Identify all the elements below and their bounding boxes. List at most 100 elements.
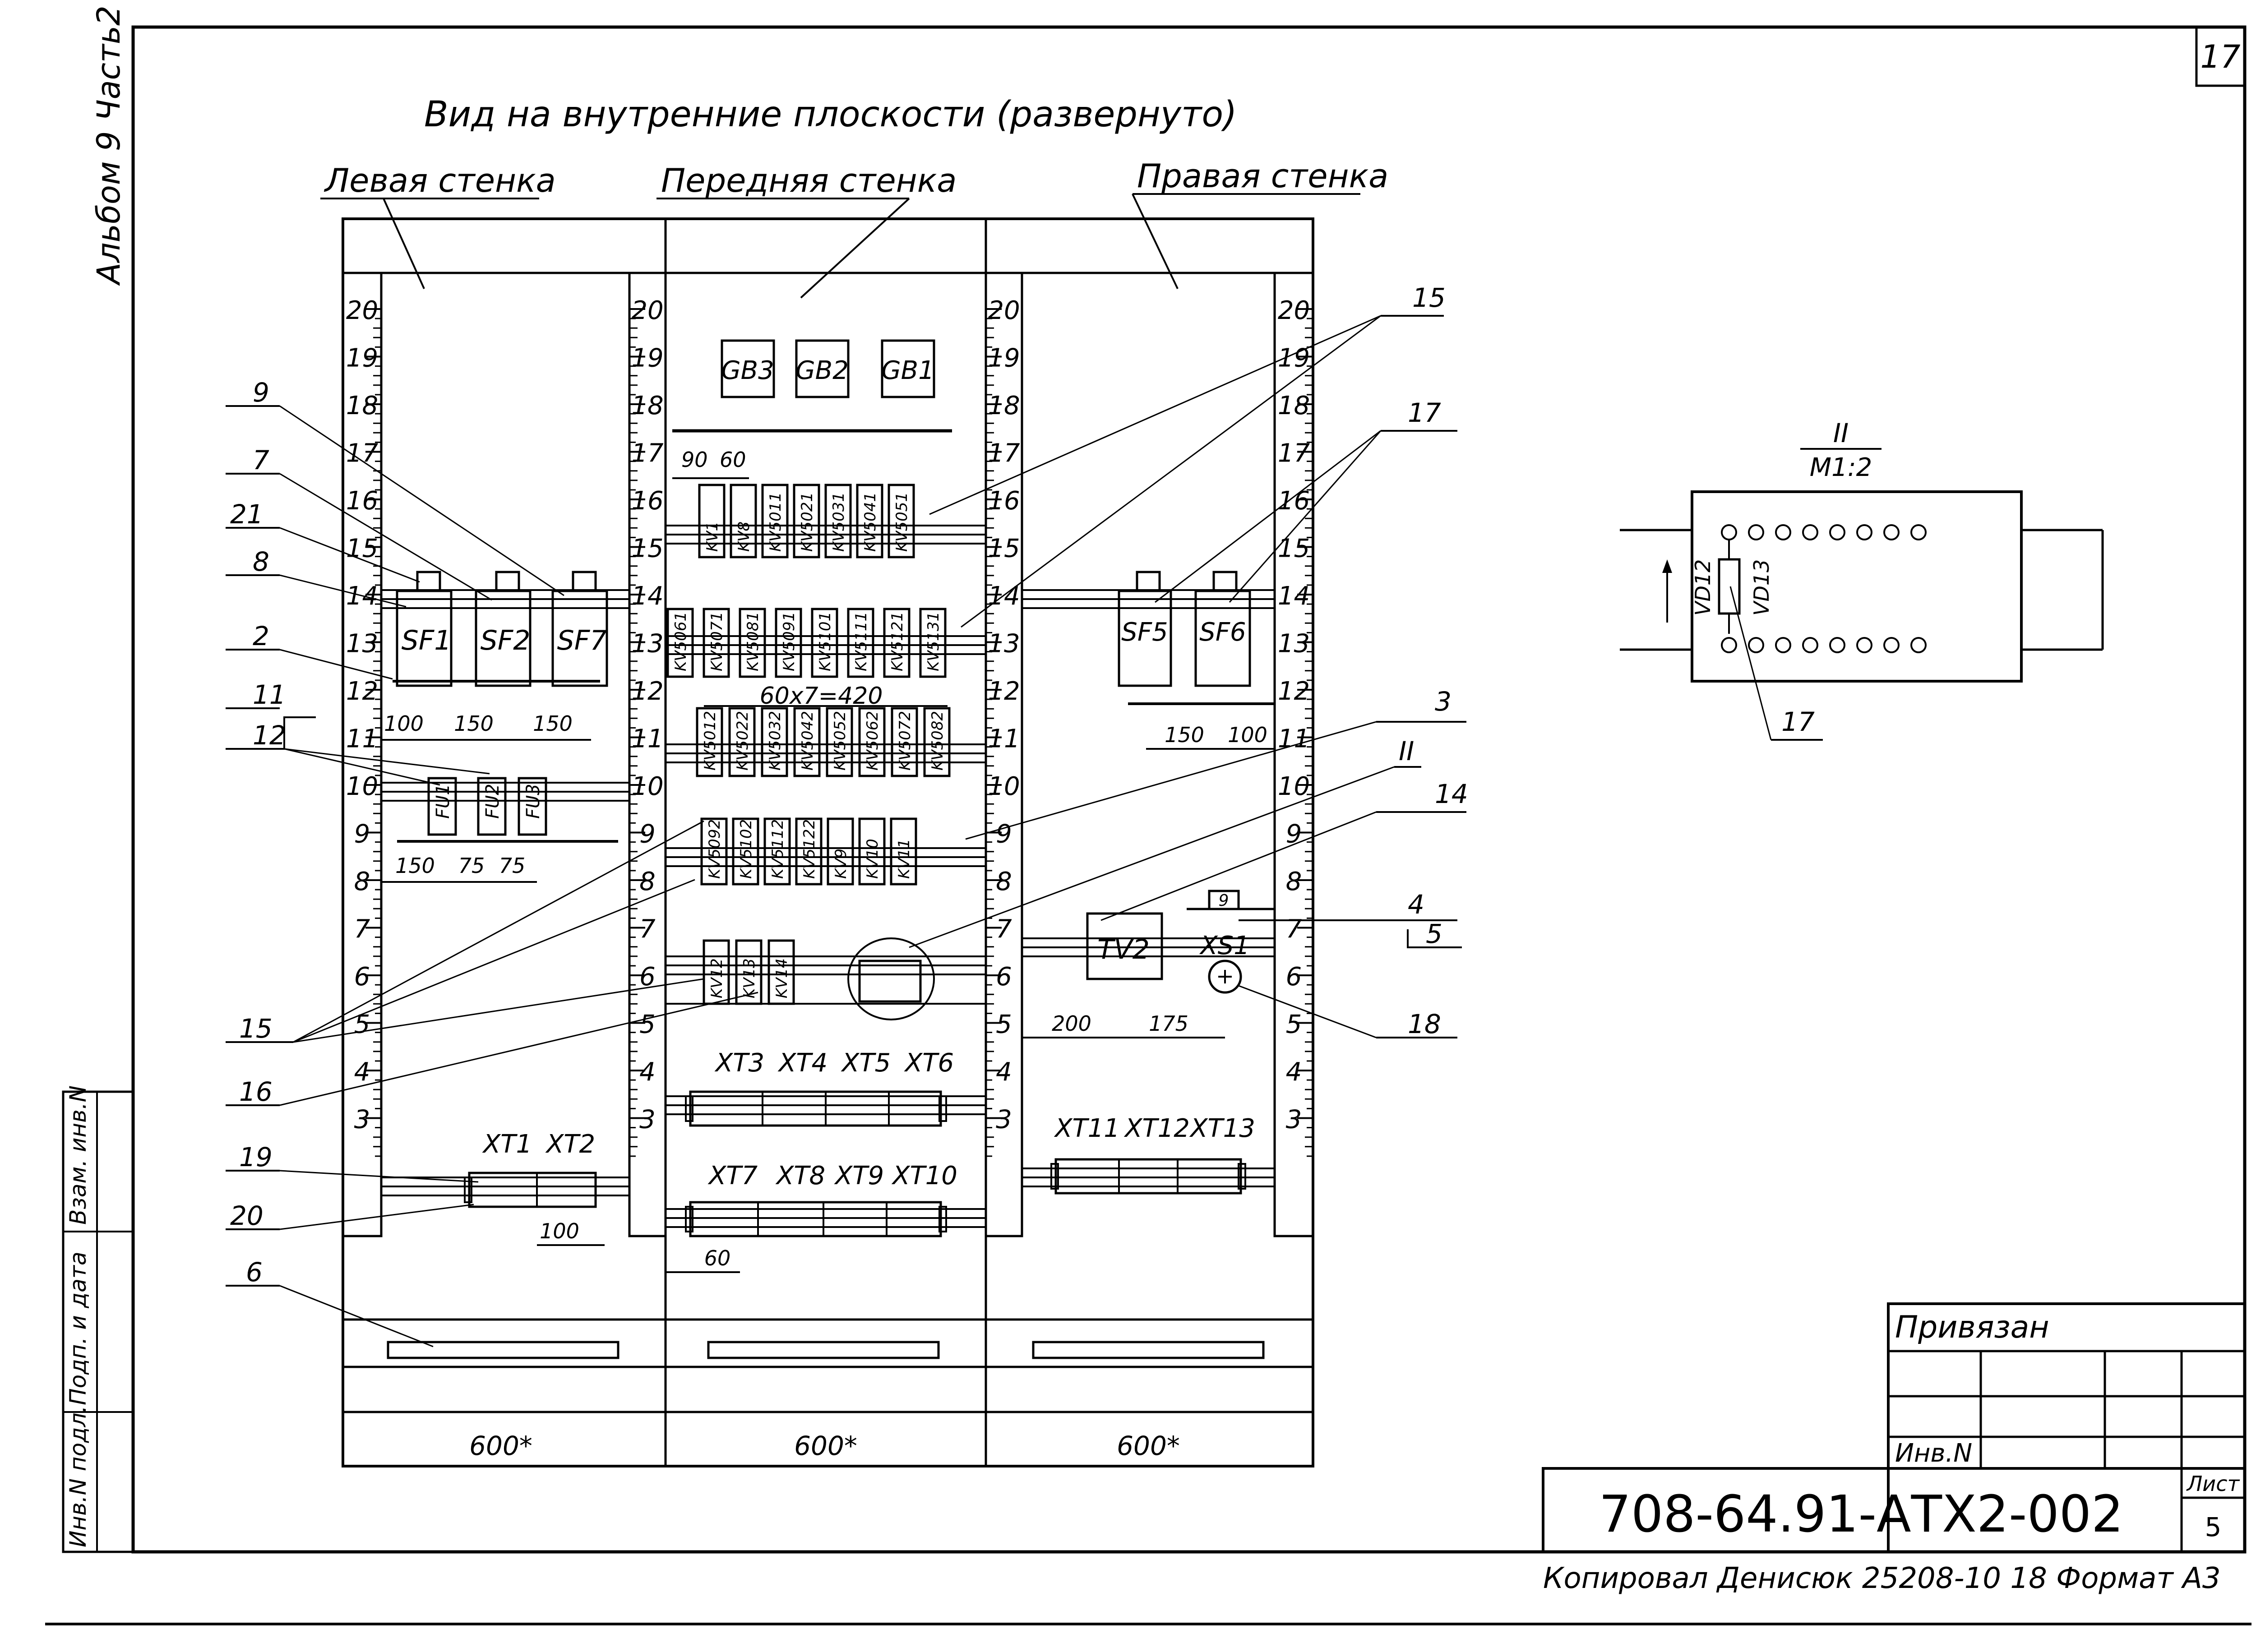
label-fu1: FU1 xyxy=(433,784,453,819)
relay xyxy=(824,484,852,558)
rail-number: 13 xyxy=(346,629,378,659)
label-gb2: GB2 xyxy=(795,356,848,385)
rail-number: 4 xyxy=(1286,1057,1302,1087)
rail-number: 3 xyxy=(354,1105,370,1135)
rail-number: 3 xyxy=(639,1105,656,1135)
relay-label: KV8 xyxy=(735,521,753,552)
relay xyxy=(827,817,854,886)
dim-150b: 150 xyxy=(533,711,573,736)
stamp-inv: Инв.N xyxy=(1895,1439,1972,1468)
relay xyxy=(891,707,918,777)
relay xyxy=(728,707,756,777)
rail-number: 6 xyxy=(1286,962,1302,992)
wall-right-label: Правая стенка xyxy=(1137,157,1388,195)
relay-label: KV5091 xyxy=(780,612,798,671)
rail-number: 20 xyxy=(1278,296,1310,325)
relay-label: KV5032 xyxy=(766,711,784,771)
relay-label: KV5062 xyxy=(864,711,882,771)
rail-number: 18 xyxy=(988,391,1020,420)
relay-label: KV5082 xyxy=(929,711,947,771)
relay-label: KV5051 xyxy=(893,492,911,552)
label-xt12: XT12 xyxy=(1123,1114,1190,1143)
label-xt9: XT9 xyxy=(834,1161,884,1191)
rail-number: 19 xyxy=(988,344,1020,373)
label-gb3: GB3 xyxy=(721,356,774,385)
label-gb1: GB1 xyxy=(881,356,934,385)
detail-callout-17: 17 xyxy=(1781,706,1815,737)
relay-label: KV5131 xyxy=(925,612,943,671)
relay-label: KV11 xyxy=(895,839,913,879)
relay xyxy=(666,608,694,678)
rail-number: 10 xyxy=(631,772,663,801)
relay xyxy=(890,817,917,886)
label-xt8: XT8 xyxy=(775,1161,825,1191)
callout-9: 9 xyxy=(253,377,269,408)
rail-number: 6 xyxy=(996,962,1012,992)
relay xyxy=(739,608,766,678)
callout-8: 8 xyxy=(253,546,269,577)
rail-number: 4 xyxy=(639,1057,656,1087)
rail-number: 17 xyxy=(988,439,1020,468)
callout-11: 11 xyxy=(253,679,286,710)
label-tv2: TV2 xyxy=(1097,934,1150,965)
svg-text:9: 9 xyxy=(1219,891,1229,910)
rail-number: 20 xyxy=(988,296,1020,325)
right-lower-devices: TV2 9 XS1 xyxy=(1086,890,1275,994)
relay xyxy=(858,707,886,777)
label-xt4: XT4 xyxy=(777,1048,828,1078)
relay xyxy=(856,484,883,558)
relay xyxy=(826,707,853,777)
rail-number: 16 xyxy=(988,486,1020,516)
rail-number: 13 xyxy=(988,629,1020,659)
width-front: 600* xyxy=(794,1431,857,1461)
stamp-vzam-inv: Взам. инв.N xyxy=(65,1085,91,1225)
rail-number: 7 xyxy=(639,915,656,944)
label-xt1: XT1 xyxy=(482,1130,532,1159)
relay xyxy=(761,707,788,777)
dim-150r: 150 xyxy=(1165,723,1204,747)
rail-number: 15 xyxy=(988,534,1020,563)
title-stamp: Привязан Инв.N 708-64.91-АТХ2-002 Лист 5 xyxy=(1542,1302,2246,1553)
label-sf5: SF5 xyxy=(1121,618,1168,647)
dim-150a: 150 xyxy=(454,711,494,736)
relay-label: KV5012 xyxy=(701,711,719,771)
corner-box xyxy=(2195,26,2246,87)
relay xyxy=(858,817,886,886)
dimensions: 90 60 60x7=420 100 150 150 150 75 75 150… xyxy=(343,448,1313,1467)
rail-number: 5 xyxy=(1286,1010,1302,1039)
label-sf7: SF7 xyxy=(557,625,607,656)
label-sf1: SF1 xyxy=(402,625,452,656)
rail-number: 19 xyxy=(631,344,663,373)
relay xyxy=(847,608,874,678)
battery-gb3 xyxy=(721,339,775,398)
relay-label: KV5011 xyxy=(767,492,785,552)
callout-4: 4 xyxy=(1408,889,1424,920)
callout-II: II xyxy=(1399,736,1414,766)
transformer-tv2 xyxy=(1086,912,1163,980)
dim-60b: 60 xyxy=(704,1246,731,1270)
label-fu2: FU2 xyxy=(482,784,503,819)
label-xt5: XT5 xyxy=(841,1048,891,1078)
relay xyxy=(888,484,915,558)
rail-number: 13 xyxy=(1278,629,1310,659)
stamp-list-number: 5 xyxy=(2205,1512,2222,1542)
rail-number: 12 xyxy=(346,677,378,706)
stamp-list-label: Лист xyxy=(2186,1472,2240,1496)
rail-number: 3 xyxy=(1286,1105,1302,1135)
callout-21: 21 xyxy=(230,499,264,530)
rail-number: 10 xyxy=(1278,772,1310,801)
relay xyxy=(767,939,795,1005)
callout-15-left: 15 xyxy=(239,1013,273,1044)
detail-scale: M1:2 xyxy=(1810,453,1872,482)
relay xyxy=(700,817,728,886)
dim-90: 90 xyxy=(681,448,708,472)
relay xyxy=(883,608,911,678)
relay xyxy=(793,484,820,558)
rail-number: 12 xyxy=(631,677,663,706)
rail-number: 10 xyxy=(346,772,378,801)
scale-rails: 2019181716151413121110987654320191817161… xyxy=(346,296,1313,1157)
callout-3: 3 xyxy=(1435,686,1452,717)
rail-number: 9 xyxy=(639,820,656,849)
